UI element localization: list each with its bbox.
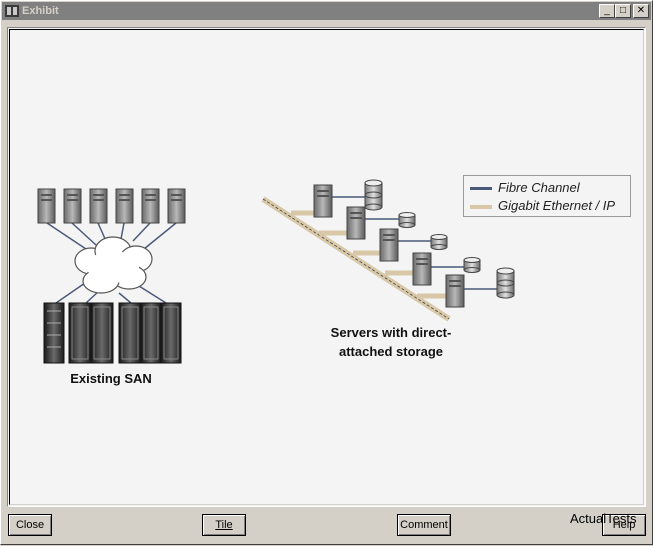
disk-icon bbox=[430, 234, 448, 250]
das-caption-line2: attached storage bbox=[338, 344, 444, 359]
disk-icon bbox=[398, 212, 416, 228]
das-fibre-links bbox=[332, 196, 498, 290]
legend-swatch-fibre bbox=[470, 187, 492, 191]
server-icon bbox=[445, 274, 465, 308]
window-title: Exhibit bbox=[22, 5, 59, 17]
server-icon bbox=[412, 252, 432, 286]
san-fibre-links bbox=[46, 222, 177, 304]
close-window-button[interactable]: ✕ bbox=[633, 4, 649, 18]
san-caption: Existing SAN bbox=[70, 371, 152, 386]
legend-label: Fibre Channel bbox=[498, 180, 580, 195]
san-server-icon bbox=[115, 188, 134, 224]
das-caption: Servers with direct- attached storage bbox=[301, 323, 481, 361]
storage-rack-icon bbox=[118, 302, 142, 364]
tile-button-label: Tile bbox=[215, 519, 233, 531]
san-server-icon bbox=[141, 188, 160, 224]
help-button-label: Help bbox=[612, 519, 636, 531]
das-caption-line1: Servers with direct- bbox=[330, 325, 452, 340]
title-bar[interactable]: Exhibit _ □ ✕ bbox=[2, 2, 651, 20]
server-icon bbox=[379, 228, 399, 262]
maximize-button[interactable]: □ bbox=[615, 4, 631, 18]
storage-rack-icon bbox=[68, 302, 92, 364]
comment-button[interactable]: Comment bbox=[397, 514, 451, 536]
app-icon bbox=[5, 5, 19, 17]
legend-item-ethernet: Gigabit Ethernet / IP bbox=[470, 198, 615, 213]
close-button-label: Close bbox=[15, 519, 45, 531]
legend-label: Gigabit Ethernet / IP bbox=[498, 198, 616, 213]
storage-rack-icon bbox=[43, 302, 65, 364]
san-cloud-icon bbox=[74, 236, 153, 294]
ethernet-backbone bbox=[261, 196, 451, 322]
legend-item-fibre: Fibre Channel bbox=[470, 180, 580, 195]
server-icon bbox=[313, 184, 333, 218]
comment-button-label: Comment bbox=[400, 519, 448, 531]
storage-rack-icon bbox=[160, 302, 182, 364]
disk-icon bbox=[463, 257, 481, 273]
san-server-icon bbox=[63, 188, 82, 224]
help-button[interactable]: Help bbox=[602, 514, 646, 536]
legend-swatch-ethernet bbox=[470, 204, 492, 209]
das-servers bbox=[313, 184, 465, 308]
tile-button[interactable]: Tile bbox=[202, 514, 246, 536]
legend: Fibre Channel Gigabit Ethernet / IP bbox=[463, 175, 631, 217]
minimize-button[interactable]: _ bbox=[599, 4, 615, 18]
watermark: ActualTests bbox=[570, 511, 637, 526]
san-server-icon bbox=[89, 188, 108, 224]
storage-rack-icon bbox=[140, 302, 162, 364]
storage-rack-icon bbox=[90, 302, 114, 364]
san-host-servers bbox=[37, 188, 186, 224]
server-icon bbox=[346, 206, 366, 240]
close-button[interactable]: Close bbox=[8, 514, 52, 536]
san-storage-arrays bbox=[43, 302, 182, 364]
san-server-icon bbox=[167, 188, 186, 224]
das-disks bbox=[364, 179, 515, 299]
disk-stack-icon bbox=[364, 179, 383, 211]
disk-stack-icon bbox=[496, 267, 515, 299]
san-server-icon bbox=[37, 188, 56, 224]
